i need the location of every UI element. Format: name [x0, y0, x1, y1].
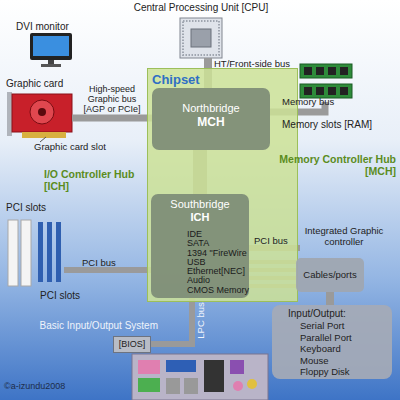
node-text: Cables/ports — [296, 258, 364, 292]
node-text: MCH — [152, 115, 270, 130]
hub-label: Memory Controller Hub [MCH] — [272, 153, 396, 177]
pci-slots-node: PCI slots — [6, 216, 64, 288]
pci-slots — [8, 220, 61, 286]
ram-chip — [340, 67, 348, 75]
node-text: Serial Port — [272, 320, 392, 332]
ram-chip — [304, 87, 312, 95]
bus-connector — [326, 292, 334, 305]
node-text: Chipset — [152, 72, 200, 87]
bus-label: PCI bus — [254, 235, 288, 246]
chipset-box: ChipsetNorthbridgeMCHSouthbridgeICHIDESA… — [147, 68, 298, 302]
port — [166, 360, 196, 372]
ram-chip — [340, 87, 348, 95]
port — [233, 381, 243, 391]
node-text: Basic Input/Output System — [40, 320, 158, 331]
card-edge-connector — [22, 132, 66, 138]
input-output-box: Input/Output:Serial PortParallel PortKey… — [272, 305, 392, 379]
node-text: Southbridge — [151, 198, 249, 211]
pci-slot — [8, 220, 18, 286]
ram-chip — [316, 87, 324, 95]
node-text: Keyboard — [272, 343, 392, 355]
port — [138, 378, 160, 392]
node-text: Northbridge — [152, 101, 270, 115]
southbridge-box: SouthbridgeICH IDESATA1394 "FireWireUSBEt… — [151, 194, 249, 298]
copyright-note: ©a-izundu2008 — [4, 381, 65, 391]
ram-chip — [304, 67, 312, 75]
node-text: Ethernet[NEC] — [151, 267, 249, 276]
hub-label: I/O Controller Hub [ICH] — [44, 168, 148, 192]
node-text: Memory slots [RAM] — [282, 119, 372, 130]
port — [204, 360, 224, 392]
ram-chip — [328, 87, 336, 95]
bios-box: Basic Input/Output System[BIOS] — [113, 336, 151, 353]
monitor-foot — [41, 64, 61, 67]
slot-label: Graphic card slot — [34, 141, 106, 152]
bus-connector — [72, 115, 152, 122]
board — [132, 354, 268, 400]
pci-slot — [38, 222, 43, 282]
node-text: SATA — [151, 239, 249, 248]
monitor-label: DVI monitor — [16, 21, 69, 32]
graphic-card-node: Graphic card — [10, 92, 72, 140]
node-text: USB — [151, 258, 249, 267]
node-text: Parallel Port — [272, 332, 392, 344]
node-text: IDE — [151, 230, 249, 239]
pci-slot — [21, 220, 31, 286]
node-text: CMOS Memory — [151, 286, 249, 295]
node-text: Floppy Disk — [272, 366, 392, 378]
node-text: 1394 "FireWire — [151, 249, 249, 258]
motherboard — [132, 354, 268, 400]
cpu-chip-node: Central Processing Unit [CPU] — [180, 18, 222, 58]
dvi-monitor — [30, 33, 72, 67]
ram-chip — [316, 67, 324, 75]
monitor-neck — [48, 60, 54, 64]
node-text: Central Processing Unit [CPU] — [134, 2, 269, 13]
monitor-frame — [30, 33, 72, 60]
cpu-pins — [183, 21, 219, 55]
bus-label: PCI bus — [82, 257, 116, 268]
northbridge-box: NorthbridgeMCH — [152, 88, 270, 150]
cables-ports-box: Cables/ports — [296, 258, 364, 292]
monitor-screen — [33, 36, 69, 56]
bus-label: HT/Front-side bus — [214, 58, 290, 69]
slot-label: PCI slots — [40, 290, 80, 301]
ram-chip — [328, 67, 336, 75]
card-board — [12, 94, 72, 132]
port — [184, 378, 198, 394]
node-text: Input/Output: — [272, 308, 392, 320]
node-text: Audio — [151, 276, 249, 285]
graphic-card — [7, 92, 72, 142]
cpu-die — [191, 29, 211, 47]
node-text: Graphic card — [6, 78, 63, 89]
bus-label: High-speed Graphic bus [AGP or PCIe] — [76, 84, 148, 114]
node-text: Mouse — [272, 355, 392, 367]
ram-stick — [300, 84, 352, 98]
port — [138, 360, 160, 374]
node-text: [BIOS] — [114, 337, 150, 352]
port — [230, 360, 244, 374]
cpu-chip — [180, 18, 222, 58]
node-text: Integrated Graphic controller — [300, 225, 388, 247]
card-bracket — [7, 92, 12, 136]
graphic-controller-node: Integrated Graphic controller — [300, 225, 388, 252]
node-text: PCI slots — [6, 202, 46, 213]
node-text: ICH — [151, 211, 249, 224]
port — [166, 378, 180, 394]
bus-label: LPC bus — [195, 301, 206, 341]
card-fan — [30, 100, 54, 124]
port — [247, 379, 257, 389]
pci-slot — [47, 222, 52, 282]
cpu-body — [180, 18, 222, 58]
ram-stick — [300, 64, 352, 78]
pci-slot — [56, 222, 61, 282]
bus-label: Memory bus — [282, 96, 334, 107]
ram-sticks — [300, 64, 352, 98]
card-fan-hub — [38, 108, 46, 116]
